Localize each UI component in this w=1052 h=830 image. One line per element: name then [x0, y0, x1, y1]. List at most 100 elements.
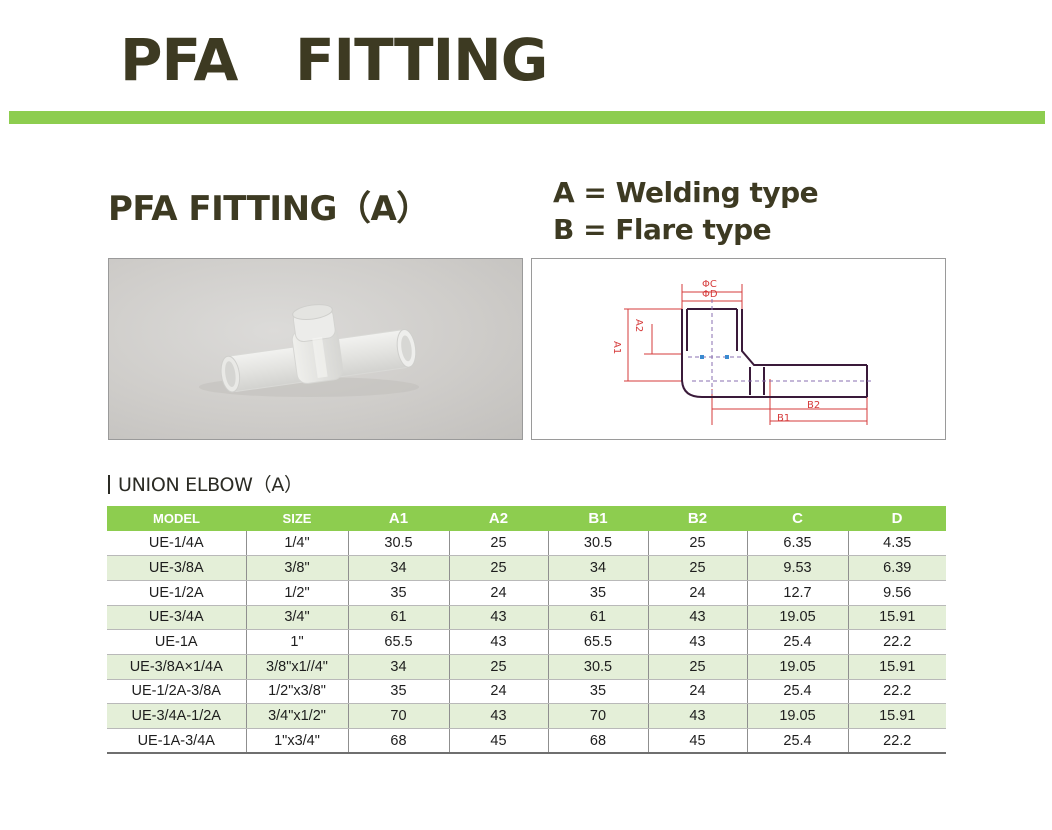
legend-flare-type: B = Flare type	[553, 213, 772, 246]
union-elbow-product-image	[199, 304, 419, 397]
col-header-a1: A1	[348, 506, 449, 531]
cell-b1: 35	[548, 580, 649, 606]
table-header-row: MODEL SIZE A1 A2 B1 B2 C D	[107, 506, 946, 531]
cell-size: 3/8"x1//4"	[246, 654, 349, 680]
product-photo	[108, 258, 523, 440]
label-phi-d: ΦD	[702, 289, 718, 300]
table-row: UE-1/2A-3/8A 1/2"x3/8" 35 24 35 24 25.4 …	[107, 679, 946, 705]
cell-a1: 34	[348, 654, 450, 680]
table-row: UE-3/8A 3/8" 34 25 34 25 9.53 6.39	[107, 555, 946, 581]
col-header-a2: A2	[449, 506, 548, 531]
cell-c: 25.4	[747, 728, 849, 755]
cell-c: 25.4	[747, 629, 849, 655]
cell-a1: 70	[348, 703, 450, 729]
table-row: UE-3/4A 3/4" 61 43 61 43 19.05 15.91	[107, 605, 946, 631]
cell-a2: 24	[449, 580, 549, 606]
cell-b1: 68	[548, 728, 649, 755]
cell-c: 9.53	[747, 555, 849, 581]
cell-b2: 25	[648, 555, 748, 581]
table-row: UE-1/4A 1/4" 30.5 25 30.5 25 6.35 4.35	[107, 531, 946, 557]
cell-a2: 43	[449, 703, 549, 729]
cell-model: UE-3/8A×1/4A	[107, 654, 247, 680]
cell-b1: 30.5	[548, 654, 649, 680]
cell-a2: 24	[449, 679, 549, 705]
union-elbow-spec-table: MODEL SIZE A1 A2 B1 B2 C D UE-1/4A 1/4" …	[107, 506, 946, 755]
cell-model: UE-3/4A-1/2A	[107, 703, 247, 729]
cell-a1: 30.5	[348, 531, 450, 557]
cell-c: 19.05	[747, 703, 849, 729]
cell-c: 25.4	[747, 679, 849, 705]
cell-model: UE-1A	[107, 629, 247, 655]
cell-d: 9.56	[848, 580, 946, 606]
cell-size: 3/4"x1/2"	[246, 703, 349, 729]
cell-model: UE-1/2A-3/8A	[107, 679, 247, 705]
table-row: UE-3/8A×1/4A 3/8"x1//4" 34 25 30.5 25 19…	[107, 654, 946, 680]
label-a2: A2	[633, 319, 644, 332]
cell-model: UE-1A-3/4A	[107, 728, 247, 755]
cell-a1: 68	[348, 728, 450, 755]
cell-model: UE-1/2A	[107, 580, 247, 606]
cell-d: 4.35	[848, 531, 946, 557]
col-header-b2: B2	[648, 506, 747, 531]
cell-b2: 43	[648, 703, 748, 729]
legend-welding-type: A = Welding type	[553, 176, 819, 209]
table-row: UE-3/4A-1/2A 3/4"x1/2" 70 43 70 43 19.05…	[107, 703, 946, 729]
cell-b1: 30.5	[548, 531, 649, 557]
cell-d: 15.91	[848, 605, 946, 631]
cell-b1: 61	[548, 605, 649, 631]
table-section-title: UNION ELBOW（A）	[108, 470, 303, 497]
type-legend: A = Welding type B = Flare type	[553, 174, 819, 248]
page-title: PFA FITTING	[120, 26, 548, 94]
cell-c: 6.35	[747, 531, 849, 557]
cell-b2: 43	[648, 605, 748, 631]
cell-size: 1/2"	[246, 580, 349, 606]
cell-b2: 43	[648, 629, 748, 655]
cell-b1: 70	[548, 703, 649, 729]
cell-a2: 45	[449, 728, 549, 755]
cell-a1: 61	[348, 605, 450, 631]
cell-d: 6.39	[848, 555, 946, 581]
label-phi-c: ΦC	[702, 279, 717, 290]
cell-d: 22.2	[848, 728, 946, 755]
technical-drawing: ΦC ΦD A1 A2 B2 B1	[531, 258, 946, 440]
label-b2: B2	[807, 400, 820, 411]
cell-a2: 25	[449, 654, 549, 680]
drawing-dimension-labels: ΦC ΦD A1 A2 B2 B1	[611, 279, 820, 424]
cell-size: 3/8"	[246, 555, 349, 581]
cell-a1: 65.5	[348, 629, 450, 655]
cell-b1: 35	[548, 679, 649, 705]
cell-d: 22.2	[848, 679, 946, 705]
cell-size: 1/2"x3/8"	[246, 679, 349, 705]
cell-size: 1"	[246, 629, 349, 655]
cell-b2: 25	[648, 654, 748, 680]
cell-model: UE-3/4A	[107, 605, 247, 631]
cell-c: 19.05	[747, 654, 849, 680]
cell-a2: 25	[449, 555, 549, 581]
cell-size: 1/4"	[246, 531, 349, 557]
cell-b2: 45	[648, 728, 748, 755]
table-row: UE-1/2A 1/2" 35 24 35 24 12.7 9.56	[107, 580, 946, 606]
cell-model: UE-3/8A	[107, 555, 247, 581]
table-row: UE-1A 1" 65.5 43 65.5 43 25.4 22.2	[107, 629, 946, 655]
col-header-size: SIZE	[246, 506, 348, 531]
cell-a1: 34	[348, 555, 450, 581]
cell-c: 12.7	[747, 580, 849, 606]
cell-a2: 25	[449, 531, 549, 557]
title-divider-bar	[9, 111, 1045, 124]
label-b1: B1	[777, 413, 790, 424]
table-section-title-text: UNION ELBOW（A）	[118, 474, 303, 496]
col-header-model: MODEL	[107, 506, 246, 531]
cell-a1: 35	[348, 580, 450, 606]
col-header-d: D	[848, 506, 946, 531]
col-header-b1: B1	[548, 506, 648, 531]
cell-b2: 24	[648, 580, 748, 606]
cell-b1: 34	[548, 555, 649, 581]
cell-d: 22.2	[848, 629, 946, 655]
cell-a2: 43	[449, 629, 549, 655]
cell-b2: 25	[648, 531, 748, 557]
cell-c: 19.05	[747, 605, 849, 631]
cell-b1: 65.5	[548, 629, 649, 655]
section-title: PFA FITTING（A）	[108, 189, 430, 229]
cell-d: 15.91	[848, 654, 946, 680]
union-elbow-dimension-drawing: ΦC ΦD A1 A2 B2 B1	[611, 279, 872, 425]
